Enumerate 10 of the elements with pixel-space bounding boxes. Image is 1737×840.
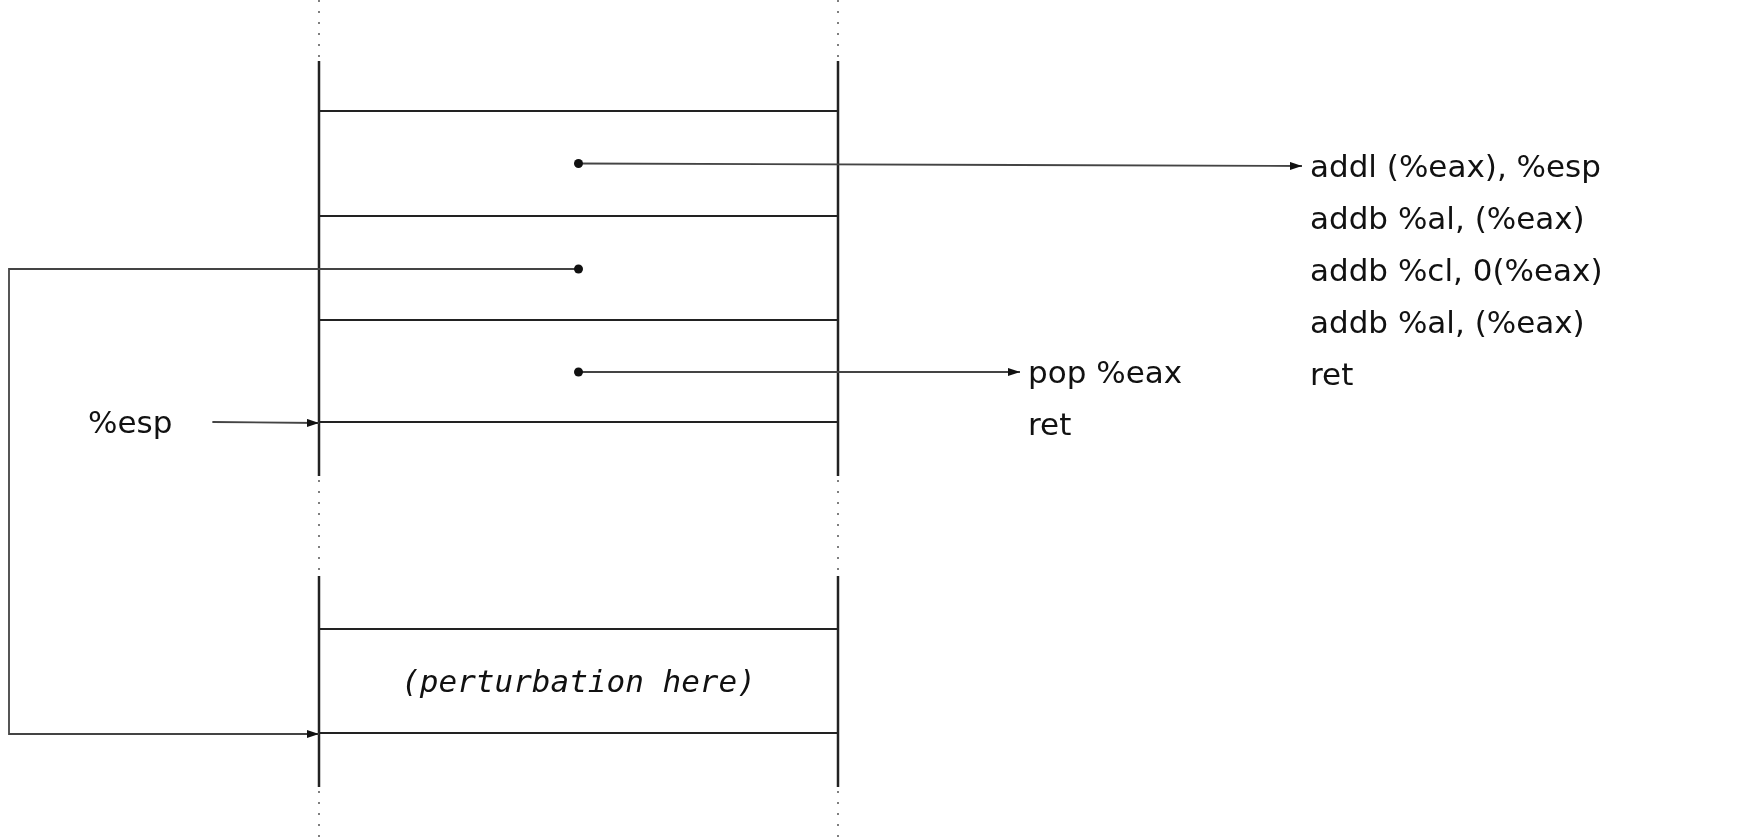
- register-label: %esp: [88, 396, 173, 448]
- stack-slot: [319, 110, 838, 217]
- arrow: [211, 418, 320, 427]
- arrow: [8, 264, 583, 738]
- code-listing: pop %eax ret: [1028, 346, 1183, 450]
- arrow: [574, 159, 1303, 170]
- slot-note: (perturbation here): [401, 663, 756, 699]
- arrow: [574, 367, 1021, 377]
- code-listing: addl (%eax), %esp addb %al, (%eax) addb %cl, 0(%eax) addb %al, (%eax) ret: [1310, 140, 1603, 400]
- stack-slot: [319, 628, 838, 734]
